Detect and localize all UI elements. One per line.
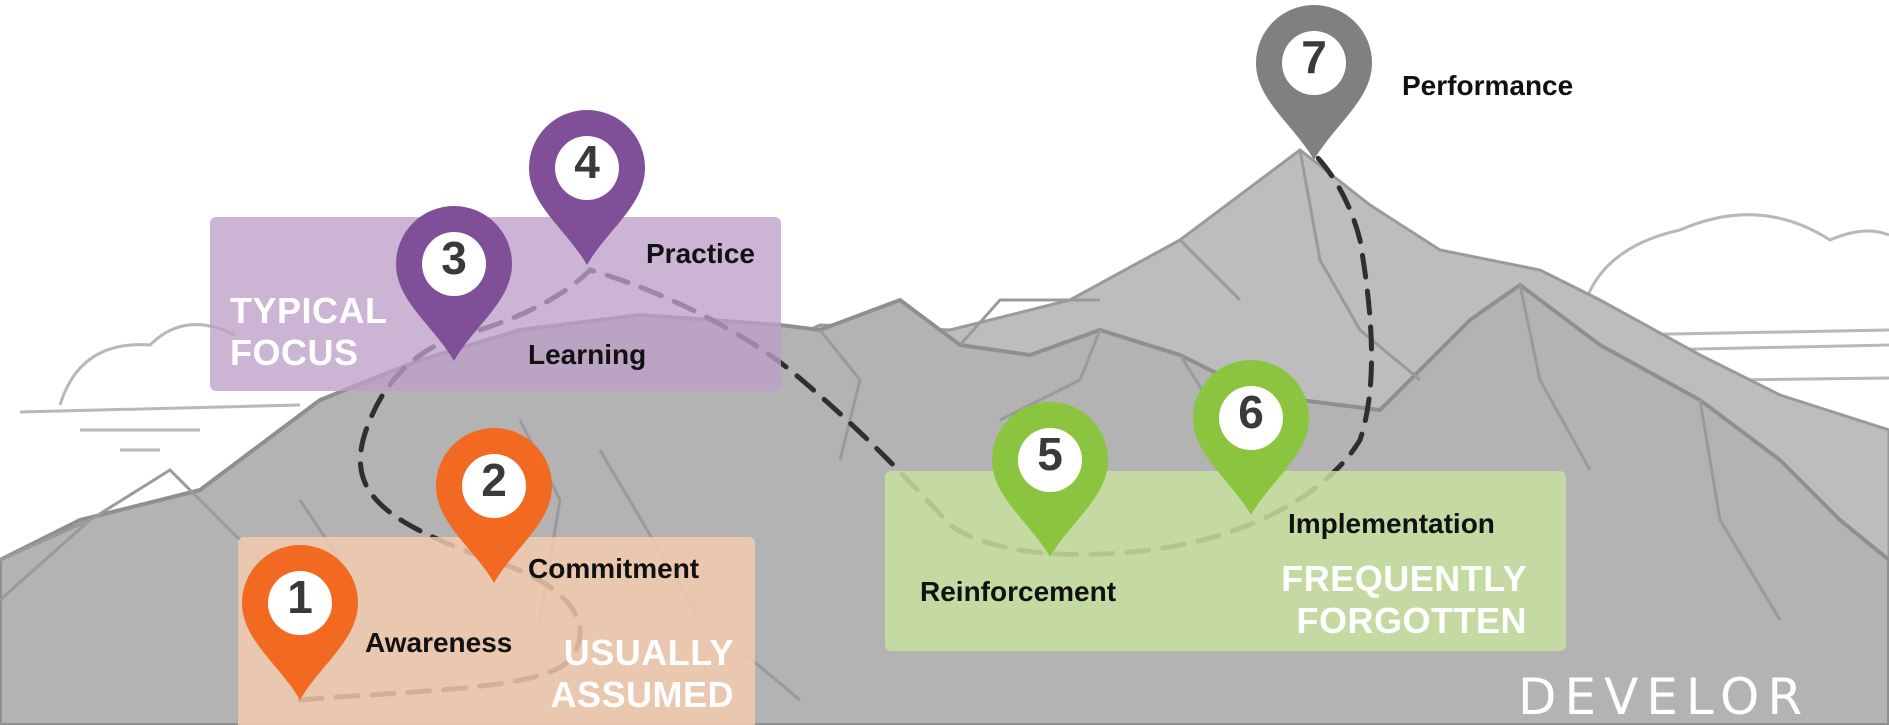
pin-number: 5: [1037, 428, 1063, 480]
frequently-forgotten-zone: [885, 471, 1566, 651]
label-learning: Learning: [528, 339, 647, 370]
label-implementation: Implementation: [1288, 508, 1495, 539]
pin-number: 1: [287, 571, 313, 623]
develor-logo: DEVELOR: [1518, 668, 1811, 725]
pin-7-performance: 7: [1254, 5, 1374, 165]
label-reinforcement: Reinforcement: [920, 576, 1117, 607]
typical-focus-label: TYPICAL FOCUS: [230, 290, 388, 373]
label-awareness: Awareness: [365, 627, 513, 658]
frequently-forgotten-label: FREQUENTLY FORGOTTEN: [1281, 558, 1527, 641]
pin-1-awareness: 1: [240, 545, 360, 705]
pin-number: 2: [481, 454, 507, 506]
usually-assumed-label: USUALLY ASSUMED: [550, 632, 734, 715]
pin-number: 4: [574, 136, 600, 188]
pin-2-commitment: 2: [434, 428, 554, 588]
label-commitment: Commitment: [528, 553, 700, 584]
label-practice: Practice: [646, 238, 755, 269]
pin-3-learning: 3: [394, 206, 514, 366]
pin-number: 6: [1238, 386, 1264, 438]
pin-5-reinforcement: 5: [990, 402, 1110, 562]
label-performance: Performance: [1402, 70, 1574, 101]
pin-number: 7: [1301, 31, 1327, 83]
pin-4-practice: 4: [527, 110, 647, 270]
pin-6-implementation: 6: [1191, 360, 1311, 520]
pin-number: 3: [441, 232, 467, 284]
